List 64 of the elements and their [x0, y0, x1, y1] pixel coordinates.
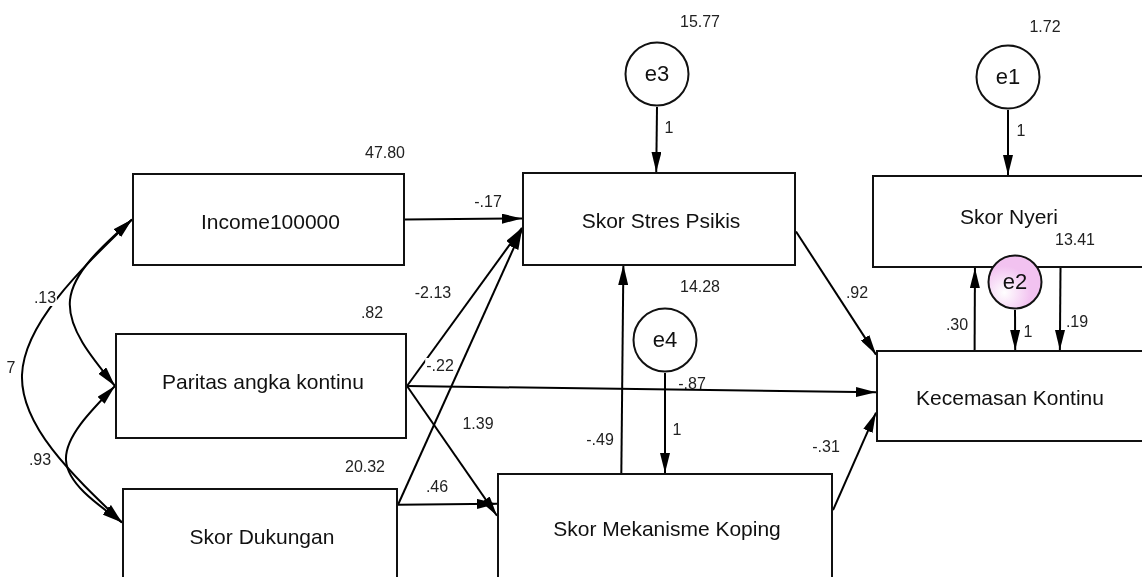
edge-label: -.49 [585, 432, 615, 448]
variable-box [522, 172, 796, 266]
path-arrow [1010, 309, 1021, 351]
edge-label: .19 [1064, 314, 1090, 330]
error-term-name: e1 [995, 64, 1021, 90]
variable-name: Paritas angka kontinu [162, 369, 364, 394]
variance-value: 14.28 [680, 278, 720, 296]
edge-label: 1 [671, 422, 683, 438]
variance-value: 20.32 [345, 458, 385, 476]
edge-label: 7 [5, 360, 17, 376]
variable-name: Skor Stres Psikis [581, 208, 741, 233]
edge-label: .92 [844, 285, 870, 301]
variable-name: Skor Mekanisme Koping [553, 517, 781, 541]
edge-label: .93 [27, 452, 53, 468]
variable-name: Kecemasan Kontinu [916, 386, 1104, 410]
edge-label: -.31 [811, 439, 841, 455]
variance-value: .82 [360, 304, 384, 322]
variable-box [497, 473, 833, 577]
path-arrow [618, 264, 629, 474]
error-term-name: e3 [644, 61, 670, 87]
edge-label: .13 [32, 290, 58, 306]
error-term-name: e2 [1002, 269, 1028, 295]
edge-label: 1.39 [461, 416, 495, 432]
edge-label: 1 [1015, 123, 1027, 139]
variance-value: 1.72 [1029, 18, 1061, 36]
edge-label: -.17 [473, 194, 503, 210]
path-arrow [795, 230, 877, 356]
edge-label: -.22 [425, 358, 455, 374]
edge-label: .46 [424, 479, 450, 495]
edge-label: 1 [1022, 324, 1034, 340]
variance-value: 15.77 [680, 13, 720, 31]
error-circle [975, 44, 1041, 110]
path-arrow [404, 213, 523, 224]
variable-box [872, 175, 1142, 268]
variable-name: Skor Nyeri [960, 205, 1058, 229]
path-arrow [397, 498, 498, 509]
path-arrow [1003, 109, 1013, 176]
path-arrow [651, 106, 662, 173]
path-arrow [969, 267, 980, 351]
path-arrow [406, 385, 877, 398]
variable-box [122, 488, 398, 577]
error-term-name: e4 [652, 327, 678, 353]
path-arrow [406, 226, 523, 387]
edge-label: -2.13 [413, 285, 453, 301]
path-arrow [406, 385, 498, 517]
edge-label: .30 [944, 317, 970, 333]
estimate-value: -.87 [678, 375, 706, 393]
error-circle [632, 307, 698, 373]
variable-box [132, 173, 405, 266]
path-arrow [660, 372, 670, 474]
variable-box [876, 350, 1142, 442]
variable-name: Income100000 [201, 209, 340, 234]
covariance-arrow [65, 385, 123, 524]
estimate-value: 13.41 [1055, 231, 1095, 249]
covariance-arrow [21, 218, 133, 524]
edge-label: 1 [663, 120, 675, 136]
variable-box [115, 333, 407, 439]
error-circle [624, 41, 690, 107]
covariance-arrow [68, 218, 133, 387]
path-arrow [1055, 267, 1065, 351]
variance-value: 47.80 [365, 144, 405, 162]
error-circle [987, 254, 1043, 310]
variable-name: Skor Dukungan [189, 524, 335, 549]
path-arrow [397, 228, 523, 506]
